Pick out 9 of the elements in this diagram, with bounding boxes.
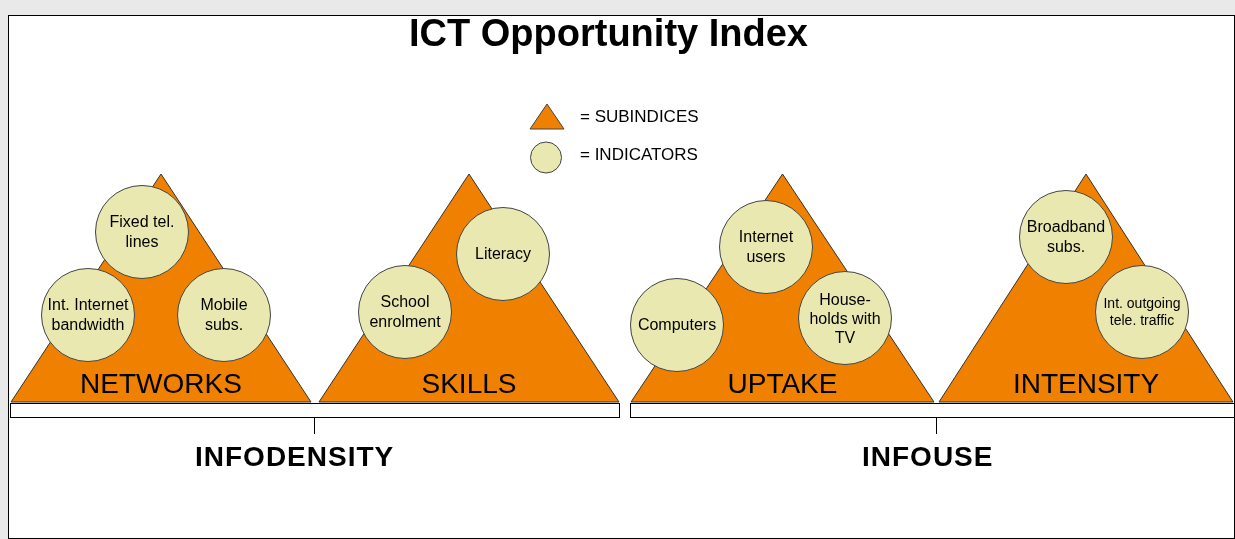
diagram-title: ICT Opportunity Index (408, 12, 809, 54)
legend-text: = SUBINDICES (580, 107, 699, 127)
index-label: INFOUSE (862, 441, 994, 473)
subindex-label: NETWORKS (79, 369, 243, 399)
subindex-label: UPTAKE (726, 369, 839, 399)
index-label: INFODENSITY (195, 441, 395, 473)
subindex-label: INTENSITY (1011, 369, 1161, 399)
legend-text: = INDICATORS (580, 145, 698, 165)
subindex-label: SKILLS (420, 369, 518, 399)
